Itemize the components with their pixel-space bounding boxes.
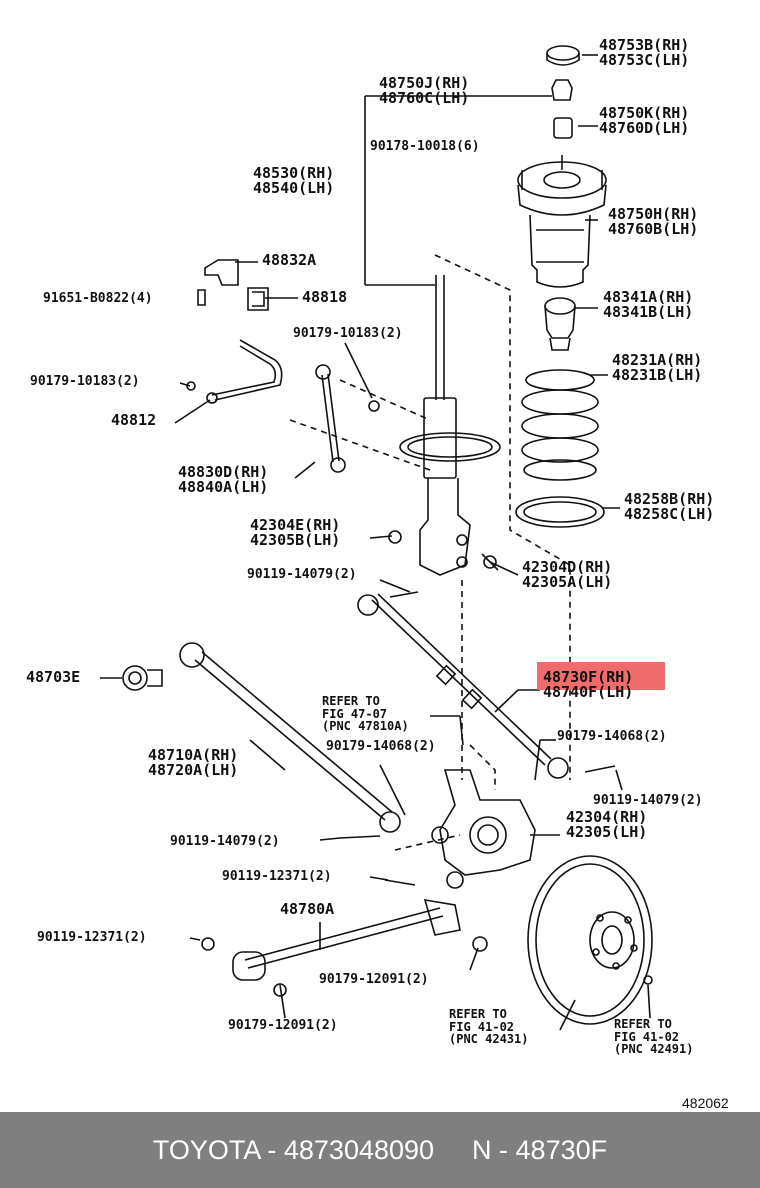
- footer-short-number: N - 48730F: [472, 1134, 608, 1165]
- part-label-48530[interactable]: 48530(RH)48540(LH): [253, 164, 335, 197]
- footer-part-number: TOYOTA - 4873048090: [152, 1134, 435, 1165]
- part-label-90179-12091-b[interactable]: 90179-12091(2): [228, 1018, 338, 1033]
- part-label-48750k[interactable]: 48750K(RH)48760D(LH): [599, 104, 690, 137]
- part-label-48710a[interactable]: 48710A(RH)48720A(LH): [148, 746, 239, 779]
- part-label-90179-10183-a[interactable]: 90179-10183(2): [293, 326, 403, 341]
- part-label-90119-12371-a[interactable]: 90119-12371(2): [222, 869, 332, 884]
- part-label-48780a[interactable]: 48780A: [280, 900, 335, 918]
- part-label-48703e[interactable]: 48703E: [26, 668, 81, 686]
- highlight-box: [537, 662, 665, 690]
- part-label-90179-10183-b[interactable]: 90179-10183(2): [30, 374, 140, 389]
- part-label-48812[interactable]: 48812: [111, 411, 157, 429]
- diagram-code: 482062: [682, 1095, 729, 1111]
- part-label-48750h[interactable]: 48750H(RH)48760B(LH): [608, 205, 699, 238]
- parts-diagram: [100, 45, 653, 1031]
- part-label-90119-14079-c[interactable]: 90119-14079(2): [170, 834, 280, 849]
- part-label-48750j[interactable]: 48750J(RH)48760C(LH): [379, 74, 470, 107]
- footer-bar: TOYOTA - 4873048090 N - 48730F: [0, 1112, 760, 1188]
- part-label-42304[interactable]: 42304(RH)42305(LH): [566, 808, 648, 841]
- part-label-90179-12091-a[interactable]: 90179-12091(2): [319, 972, 429, 987]
- part-label-42304e[interactable]: 42304E(RH)42305B(LH): [250, 516, 341, 549]
- part-label-48730f[interactable]: 48730F(RH)48740F(LH): [543, 668, 634, 701]
- part-label-91651-b0822[interactable]: 91651-B0822(4): [43, 291, 153, 306]
- part-label-48341a[interactable]: 48341A(RH)48341B(LH): [603, 288, 694, 321]
- part-label-90119-14079-b[interactable]: 90119-14079(2): [593, 793, 703, 808]
- part-label-48753b[interactable]: 48753B(RH)48753C(LH): [599, 36, 690, 69]
- part-label-90178-10018[interactable]: 90178-10018(6): [370, 139, 480, 154]
- part-label-90119-12371-b[interactable]: 90119-12371(2): [37, 930, 147, 945]
- part-label-90179-14068-b[interactable]: 90179-14068(2): [326, 739, 436, 754]
- part-label-48258b[interactable]: 48258B(RH)48258C(LH): [624, 490, 715, 523]
- part-label-90119-14079-a[interactable]: 90119-14079(2): [247, 567, 357, 582]
- part-label-48832a[interactable]: 48832A: [262, 251, 317, 269]
- part-label-48818[interactable]: 48818: [302, 288, 348, 306]
- part-label-48231a[interactable]: 48231A(RH)48231B(LH): [612, 351, 703, 384]
- part-label-48830d[interactable]: 48830D(RH)48840A(LH): [178, 463, 269, 496]
- part-label-42304d[interactable]: 42304D(RH)42305A(LH): [522, 558, 613, 591]
- part-label-90179-14068-a[interactable]: 90179-14068(2): [557, 729, 667, 744]
